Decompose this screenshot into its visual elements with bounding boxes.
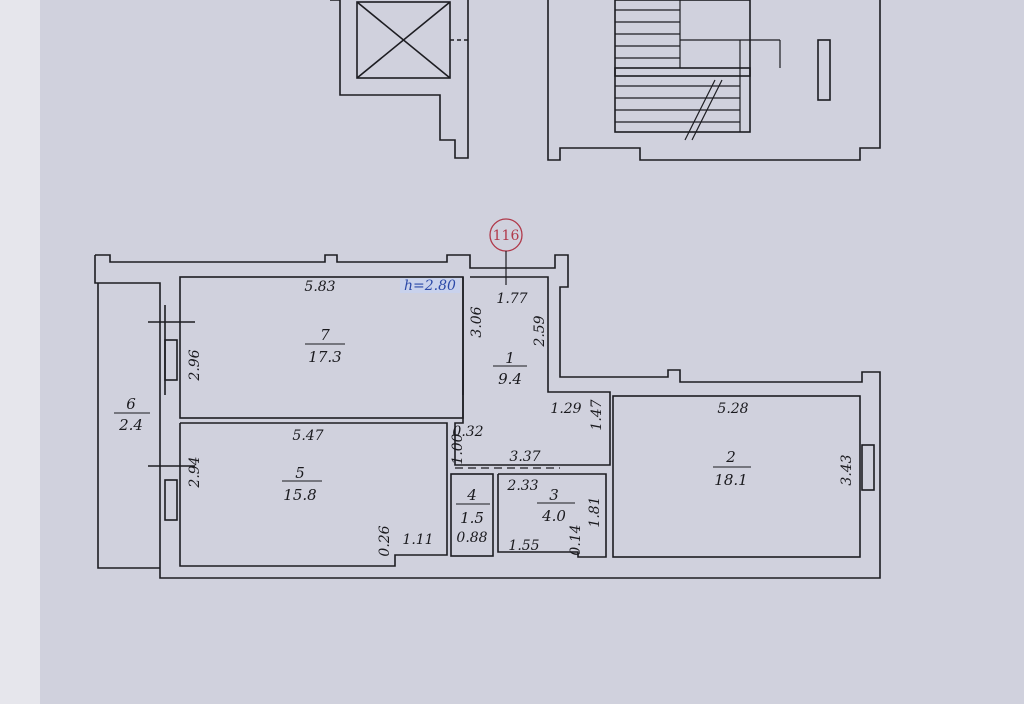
svg-text:2.96: 2.96 — [187, 349, 203, 381]
room-6-area: 2.4 — [118, 416, 143, 434]
dimension-labels: 5.83 h=2.80 2.96 3.06 1.77 2.59 1.29 1.4… — [187, 278, 855, 557]
svg-text:3.37: 3.37 — [509, 449, 540, 465]
ceiling-height: h=2.80 — [404, 278, 456, 294]
room-2-number: 2 — [725, 448, 736, 466]
svg-text:3.06: 3.06 — [469, 306, 485, 337]
svg-text:1.00: 1.00 — [450, 433, 466, 464]
svg-text:5.47: 5.47 — [292, 428, 323, 444]
apartment-marker: 116 — [489, 218, 523, 285]
svg-text:1.29: 1.29 — [550, 401, 581, 417]
svg-text:1.47: 1.47 — [589, 399, 605, 430]
svg-text:5.28: 5.28 — [717, 401, 748, 417]
room-3-number: 3 — [549, 486, 559, 504]
svg-text:0.88: 0.88 — [456, 530, 487, 546]
paper-edge — [0, 0, 40, 704]
room-3 — [497, 473, 607, 558]
room-2-area: 18.1 — [714, 471, 747, 489]
svg-text:0.26: 0.26 — [377, 525, 393, 556]
svg-text:1.77: 1.77 — [496, 291, 527, 307]
svg-text:1.11: 1.11 — [402, 532, 433, 548]
svg-text:5.83: 5.83 — [304, 279, 335, 295]
room-2 — [612, 395, 861, 558]
room-5 — [179, 422, 448, 567]
room-4-number: 4 — [466, 486, 477, 504]
outer-walls — [94, 254, 881, 579]
svg-text:1.81: 1.81 — [587, 496, 603, 527]
svg-text:0.32: 0.32 — [452, 424, 483, 440]
svg-text:2.33: 2.33 — [506, 478, 538, 494]
room-1-area: 9.4 — [498, 370, 522, 388]
svg-text:116: 116 — [493, 228, 520, 244]
staircase — [547, 0, 881, 161]
room-5-area: 15.8 — [283, 486, 316, 504]
room-labels: 7 17.3 1 9.4 6 2.4 5 15.8 4 1.5 3 4.0 2 … — [114, 326, 751, 527]
room-4-area: 1.5 — [460, 509, 484, 527]
svg-text:2.94: 2.94 — [187, 456, 203, 488]
svg-text:0.14: 0.14 — [568, 524, 584, 555]
paper — [40, 0, 1024, 704]
room-6-number: 6 — [126, 395, 136, 413]
room-7-number: 7 — [320, 326, 330, 344]
room-1 — [454, 276, 611, 466]
room-7-area: 17.3 — [308, 348, 341, 366]
elevator-shaft — [330, 0, 469, 159]
svg-text:2.59: 2.59 — [532, 315, 548, 347]
room-3-area: 4.0 — [541, 507, 566, 525]
svg-text:1.55: 1.55 — [508, 538, 539, 554]
room-5-number: 5 — [295, 464, 305, 482]
room-4 — [450, 473, 494, 557]
svg-text:3.43: 3.43 — [839, 454, 855, 485]
room-1-number: 1 — [505, 349, 515, 367]
